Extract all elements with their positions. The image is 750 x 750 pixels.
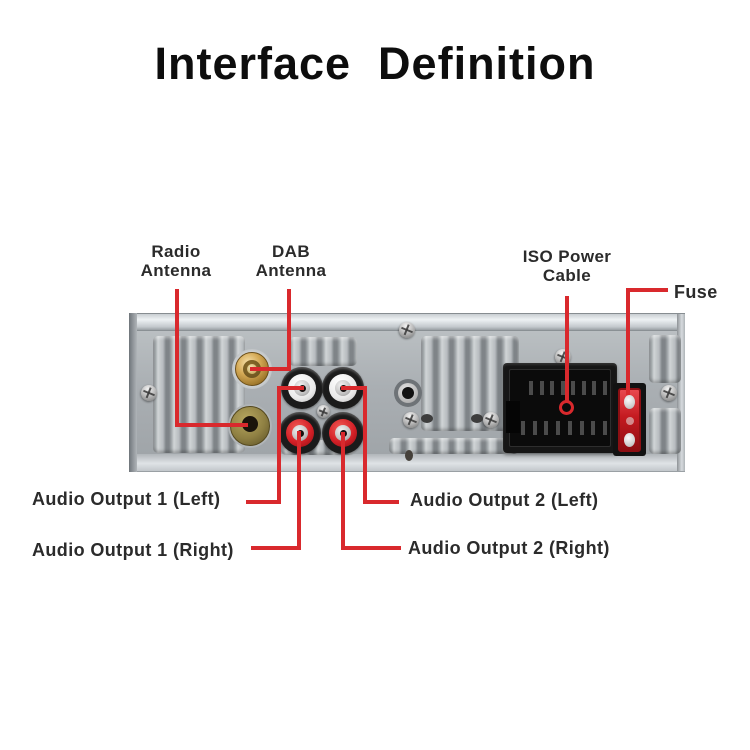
audio2-right-line-label bbox=[341, 546, 401, 550]
heatsink-fins-above-rca bbox=[289, 337, 357, 366]
aux-jack bbox=[394, 379, 422, 407]
iso-pin bbox=[591, 421, 596, 435]
iso-pin bbox=[592, 381, 597, 395]
radio-antenna-line-h bbox=[175, 423, 248, 427]
fuse-line-v bbox=[626, 288, 630, 395]
chassis-left-cap bbox=[129, 313, 137, 472]
chassis-right-cap bbox=[677, 314, 685, 471]
fuse-contact-bottom bbox=[624, 433, 635, 447]
heatsink-fins-middle bbox=[421, 336, 519, 431]
fuse-contact-middle bbox=[626, 417, 634, 425]
audio2-left-line-label bbox=[367, 500, 399, 504]
audio2-right-line-v bbox=[341, 432, 345, 550]
iso-pin bbox=[521, 421, 525, 435]
iso-pin-row-bottom bbox=[521, 417, 607, 443]
iso-pin bbox=[602, 381, 607, 395]
audio1-left-line-jack bbox=[279, 386, 304, 390]
iso-connector-notch bbox=[506, 401, 520, 433]
audio1-right-line-label bbox=[251, 546, 301, 550]
panel-slot-1 bbox=[421, 414, 433, 423]
heatsink-fins-right-bottom bbox=[649, 408, 681, 454]
panel-hole-bottom bbox=[405, 450, 413, 461]
fuse-holder bbox=[618, 388, 641, 452]
panel-slot-2 bbox=[471, 414, 483, 423]
aux-jack-hole bbox=[402, 387, 414, 399]
iso-pin bbox=[556, 421, 561, 435]
audio-output-1-right-label: Audio Output 1 (Right) bbox=[32, 540, 234, 560]
iso-pin bbox=[539, 381, 544, 395]
iso-pin bbox=[560, 381, 565, 395]
audio-output-2-left-label: Audio Output 2 (Left) bbox=[410, 490, 599, 510]
heatsink-fins-middle-bottom bbox=[389, 438, 519, 454]
fuse-contact-top bbox=[624, 395, 635, 409]
audio-output-2-right-label: Audio Output 2 (Right) bbox=[408, 538, 610, 558]
dab-antenna-line-v bbox=[287, 289, 291, 371]
audio2-left-line-jack bbox=[341, 386, 367, 390]
iso-power-cable-label: ISO Power Cable bbox=[522, 247, 612, 285]
iso-pin bbox=[581, 381, 586, 395]
audio-output-1-left-label: Audio Output 1 (Left) bbox=[32, 489, 221, 509]
iso-power-line-v bbox=[565, 296, 569, 401]
iso-pin bbox=[579, 421, 584, 435]
heatsink-fins-right-top bbox=[649, 335, 681, 383]
radio-socket-hole bbox=[242, 416, 258, 432]
car-stereo-rear-panel bbox=[129, 313, 685, 472]
iso-pin bbox=[571, 381, 576, 395]
audio1-right-line-v bbox=[297, 431, 301, 550]
iso-power-connector bbox=[503, 363, 617, 453]
page-title: Interface Definition bbox=[154, 38, 596, 89]
chassis-bottom-edge bbox=[129, 454, 685, 472]
dab-antenna-line-h bbox=[250, 367, 291, 371]
fuse-line-h bbox=[626, 288, 668, 292]
audio2-left-line-v bbox=[363, 386, 367, 504]
iso-pin bbox=[567, 421, 572, 435]
radio-antenna-label: Radio Antenna bbox=[140, 242, 212, 280]
iso-pin bbox=[529, 381, 533, 395]
iso-pin bbox=[544, 421, 549, 435]
audio1-left-line-label bbox=[246, 500, 281, 504]
iso-pin bbox=[550, 381, 555, 395]
iso-pin bbox=[602, 421, 607, 435]
fuse-label: Fuse bbox=[674, 282, 718, 302]
iso-pin-row-top bbox=[529, 375, 607, 401]
iso-pin bbox=[532, 421, 537, 435]
audio1-left-line-v bbox=[277, 386, 281, 504]
iso-power-line-circle bbox=[559, 400, 574, 415]
radio-antenna-line-v bbox=[175, 289, 179, 426]
dab-antenna-label: DAB Antenna bbox=[255, 242, 327, 280]
